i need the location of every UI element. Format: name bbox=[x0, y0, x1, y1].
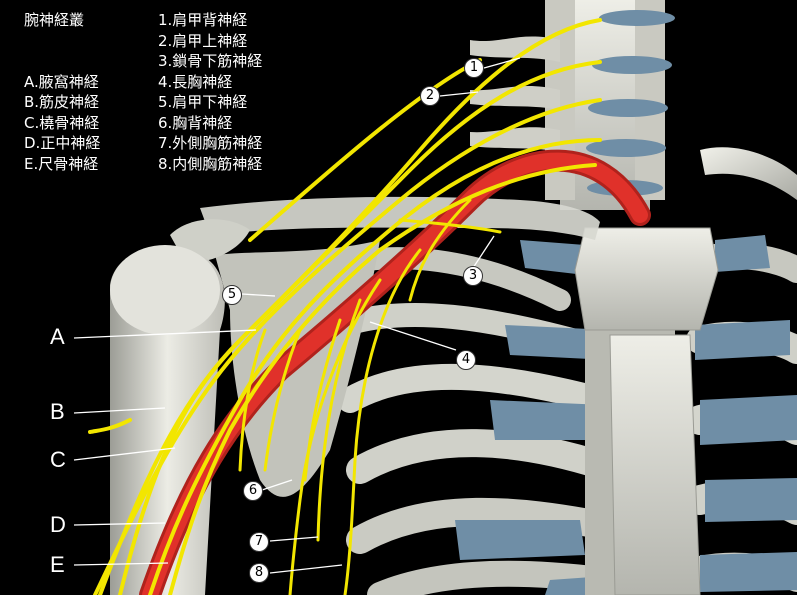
leader-lines bbox=[73, 57, 521, 574]
callout-3: 3 bbox=[463, 266, 483, 286]
legend-item-5: 5.肩甲下神経 bbox=[158, 93, 248, 111]
sternum bbox=[574, 227, 719, 595]
cervical-spine bbox=[470, 0, 675, 210]
callout-a: A bbox=[50, 324, 65, 349]
intervertebral-disc bbox=[586, 139, 666, 157]
callout-e: E bbox=[50, 552, 65, 577]
callout-6: 6 bbox=[243, 481, 263, 501]
intervertebral-disc bbox=[599, 10, 675, 26]
callout-b: B bbox=[50, 399, 65, 424]
legend-item-d: D.正中神経 bbox=[24, 134, 101, 152]
nerves bbox=[88, 18, 602, 595]
legend-item-7: 7.外側胸筋神経 bbox=[158, 134, 263, 152]
legend-item-8: 8.内側胸筋神経 bbox=[158, 154, 263, 173]
legend-right: 1.肩甲背神経 2.肩甲上神経 3.鎖骨下筋神経 4.長胸神経 5.肩甲下神経 … bbox=[158, 10, 262, 174]
legend-item-4: 4.長胸神経 bbox=[158, 72, 233, 91]
callout-4: 4 bbox=[456, 350, 476, 370]
intervertebral-disc bbox=[592, 56, 672, 74]
intervertebral-disc bbox=[588, 99, 668, 117]
callout-8: 8 bbox=[249, 563, 269, 583]
legend-title: 腕神経叢 bbox=[24, 11, 85, 29]
callout-5: 5 bbox=[222, 285, 242, 305]
legend-left: 腕神経叢 A.腋窩神経 B.筋皮神経 C.橈骨神経 D.正中神経 E.尺骨神経 bbox=[24, 10, 100, 174]
callout-1: 1 bbox=[464, 58, 484, 78]
legend-item-e: E.尺骨神経 bbox=[24, 154, 99, 173]
callout-7: 7 bbox=[249, 532, 269, 552]
legend-item-3: 3.鎖骨下筋神経 bbox=[158, 52, 263, 70]
clavicle bbox=[200, 196, 600, 240]
callout-2: 2 bbox=[420, 86, 440, 106]
callout-c: C bbox=[50, 447, 66, 472]
legend-item-2: 2.肩甲上神経 bbox=[158, 31, 248, 50]
legend-item-a: A.腋窩神経 bbox=[24, 72, 99, 91]
legend-item-b: B.筋皮神経 bbox=[24, 93, 100, 111]
legend-item-6: 6.胸背神経 bbox=[158, 113, 233, 132]
legend-item-1: 1.肩甲背神経 bbox=[158, 11, 248, 29]
legend-item-c: C.橈骨神経 bbox=[24, 113, 100, 132]
first-rib bbox=[700, 147, 797, 200]
callout-d: D bbox=[50, 512, 66, 537]
